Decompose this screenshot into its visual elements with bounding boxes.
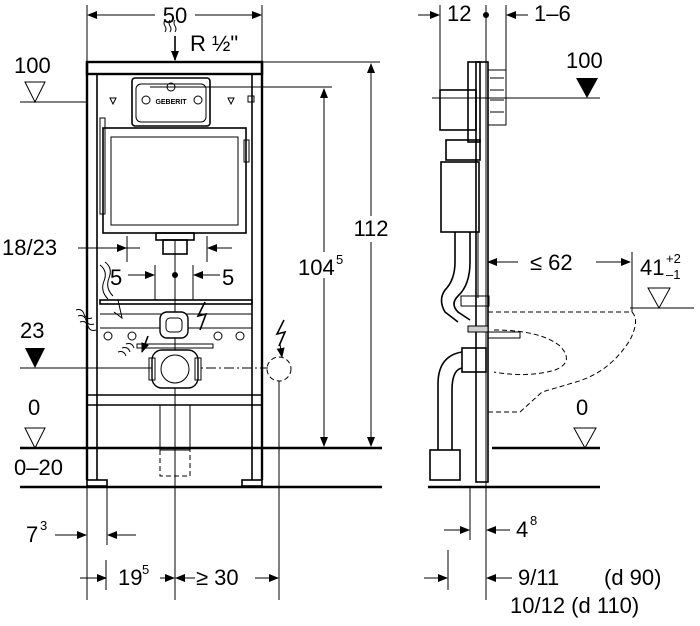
level-marker-icon xyxy=(576,78,598,98)
bowl-depth-label: ≤ 62 xyxy=(530,250,573,275)
level-marker-icon xyxy=(24,427,46,450)
axis-distance-label: 19 xyxy=(118,565,142,590)
distance-right-label: 5 xyxy=(222,265,234,290)
pipe-d110-label: 10/12 (d 110) xyxy=(510,593,639,618)
water-supply-icon xyxy=(75,309,97,331)
level-floor-label: 0 xyxy=(28,395,40,420)
level-marker-icon xyxy=(647,287,671,310)
foot-offset-label: 7 xyxy=(26,522,38,547)
wall-offset-label: 4 xyxy=(516,517,528,542)
water-supply-icon xyxy=(117,343,135,357)
bowl-tol-plus: +2 xyxy=(666,251,681,266)
distance-left-label: 5 xyxy=(110,265,122,290)
frame-top xyxy=(85,60,264,76)
level-marker-icon xyxy=(24,81,46,104)
depth-label: 12 xyxy=(447,1,471,26)
side-frame xyxy=(475,61,489,483)
side-level-top-label: 100 xyxy=(566,48,603,73)
height-frame-label: 104 xyxy=(298,255,335,280)
height-total-label: 112 xyxy=(353,216,388,241)
water-supply-icon xyxy=(163,19,177,33)
wc-bowl xyxy=(488,311,636,413)
level-top-label: 100 xyxy=(14,53,51,78)
electrical-supply-icon xyxy=(196,301,208,331)
side-view: 12 1–6 100 xyxy=(418,1,694,618)
brand-label: GEBERIT xyxy=(155,99,187,106)
pipe-d90-label: 9/11 xyxy=(518,565,559,590)
level-pipe-label: 23 xyxy=(20,318,44,343)
distance-outer-label: 18/23 xyxy=(2,235,57,260)
level-marker-icon xyxy=(25,348,45,368)
bowl-height-label: 41 xyxy=(640,255,664,280)
connection-label: R ½" xyxy=(190,31,238,56)
pipe-d90-caption: (d 90) xyxy=(604,565,661,590)
width-label: 50 xyxy=(163,3,187,28)
height-frame-sup: 5 xyxy=(336,252,343,267)
waste-outlet xyxy=(151,349,199,389)
wall-offset-sup: 8 xyxy=(530,513,537,528)
foot-offset-sup: 3 xyxy=(40,518,47,533)
floor-range-label: 0–20 xyxy=(14,455,63,480)
side-level-floor-label: 0 xyxy=(576,395,588,420)
front-view: 50 R ½" GEBERIT 1 xyxy=(2,3,390,600)
bowl-tol-minus: –1 xyxy=(666,267,680,282)
cistern xyxy=(102,127,247,234)
adjust-label: 1–6 xyxy=(534,1,571,26)
min-side-label: ≥ 30 xyxy=(196,565,239,590)
side-cistern xyxy=(440,161,480,233)
electrical-supply-icon xyxy=(275,319,287,347)
actuator-plate xyxy=(131,77,211,127)
level-marker-icon xyxy=(573,427,597,450)
axis-distance-sup: 5 xyxy=(142,562,149,577)
